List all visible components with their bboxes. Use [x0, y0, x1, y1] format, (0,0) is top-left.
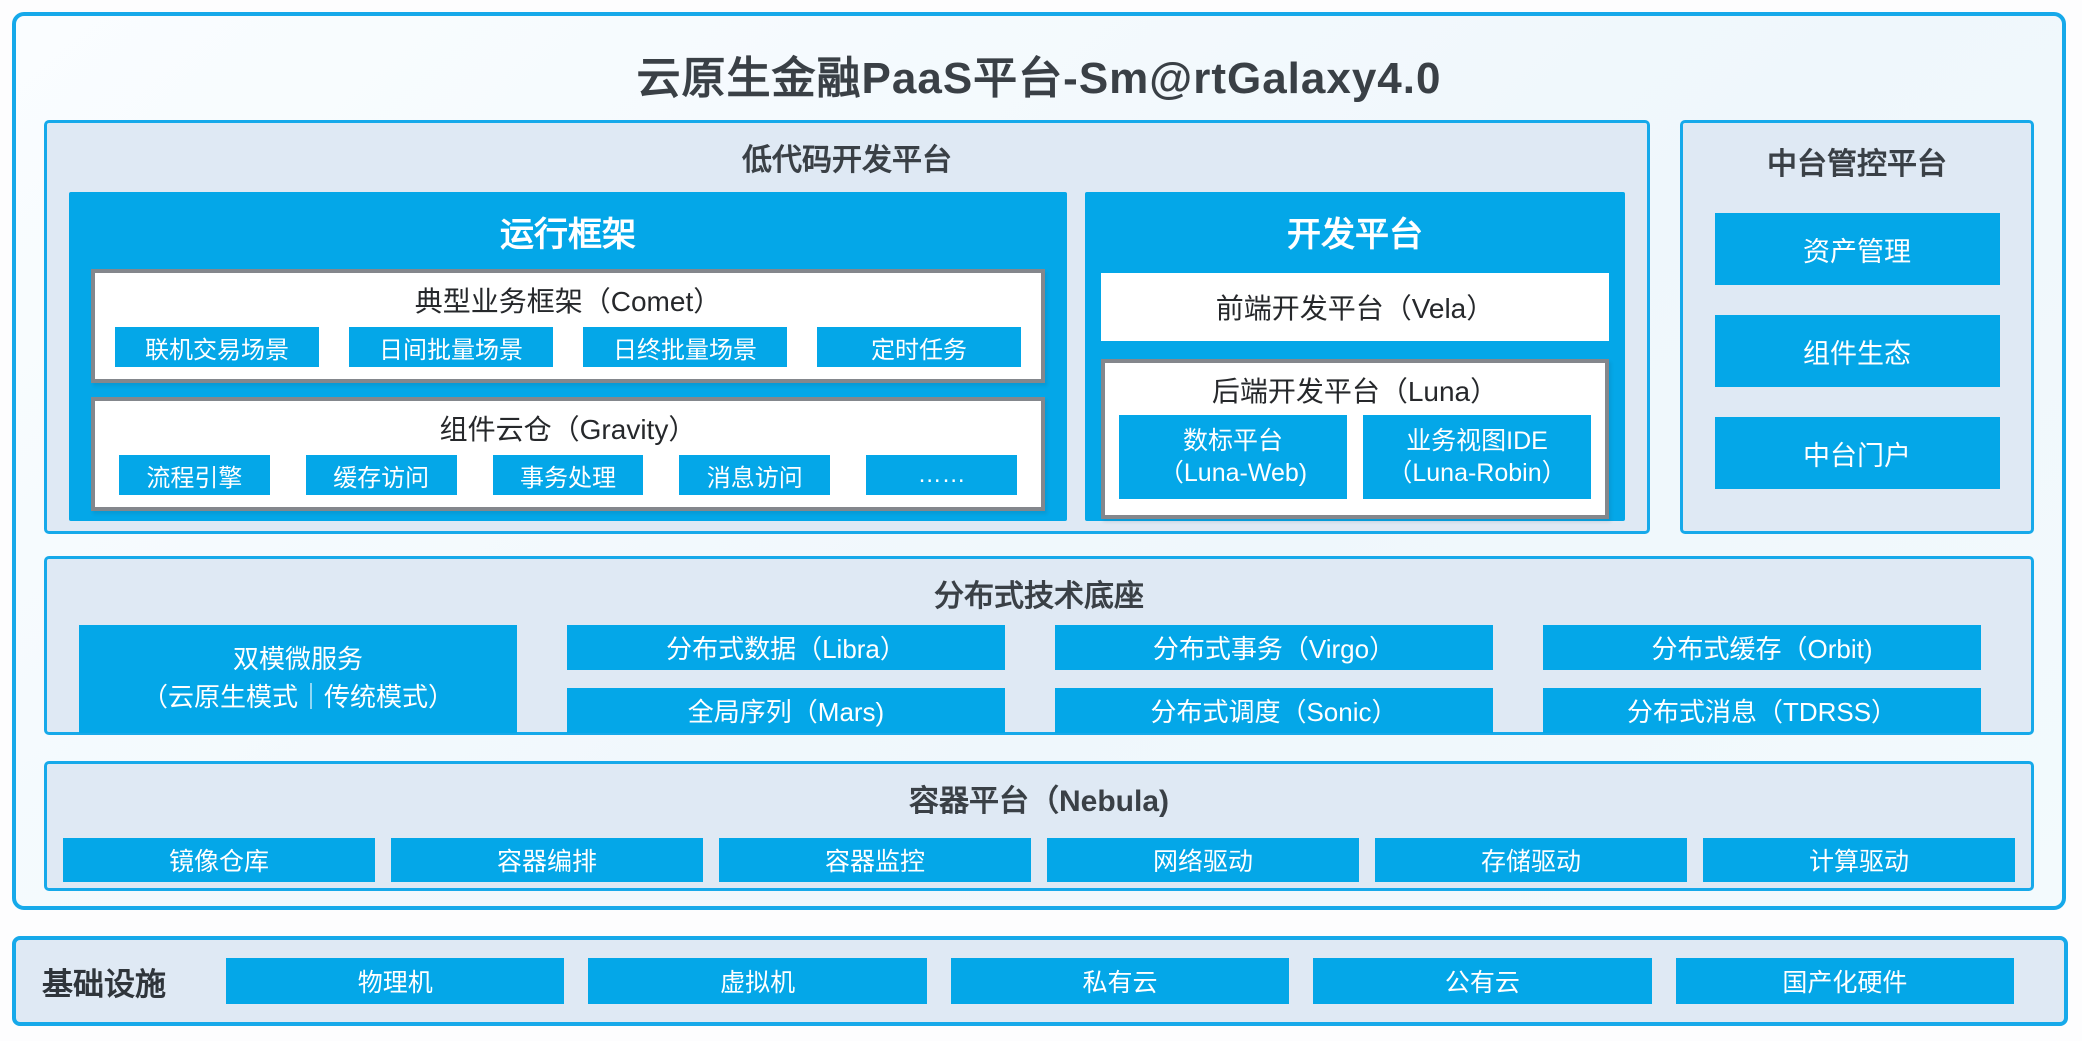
infra-item-physical-machine: 物理机 [226, 958, 565, 1004]
comet-item-scheduled-task: 定时任务 [817, 327, 1021, 367]
mid-item-asset-management: 资产管理 [1714, 213, 2000, 285]
vela-frontend-card: 前端开发平台（Vela） [1101, 273, 1609, 341]
gravity-item-process-engine: 流程引擎 [119, 455, 270, 495]
luna-web-item: 数标平台 （Luna-Web) [1119, 415, 1347, 499]
luna-robin-label: 业务视图IDE [1406, 427, 1548, 455]
section-mid-platform-control: 中台管控平台 资产管理 组件生态 中台门户 [1680, 120, 2034, 534]
gravity-item-transaction-processing: 事务处理 [492, 455, 644, 495]
gravity-item-message-access: 消息访问 [679, 455, 831, 495]
section-distributed-base: 分布式技术底座 双模微服务 （云原生模式｜传统模式） 分布式数据（Libra） … [44, 556, 2034, 735]
dist-item-scheduling-sonic: 分布式调度（Sonic） [1055, 688, 1493, 733]
gravity-warehouse-card: 组件云仓（Gravity） 流程引擎 缓存访问 事务处理 消息访问 …… [91, 397, 1045, 511]
infra-item-domestic-hardware: 国产化硬件 [1675, 958, 2015, 1004]
gravity-item-cache-access: 缓存访问 [305, 455, 457, 495]
dist-item-sequence-mars: 全局序列（Mars) [567, 688, 1005, 733]
comet-framework-title: 典型业务框架（Comet） [414, 286, 722, 317]
low-code-platform-title: 低代码开发平台 [742, 144, 952, 177]
dev-platform-panel: 开发平台 前端开发平台（Vela） 后端开发平台（Luna） 数标平台 （Lun… [1085, 192, 1625, 521]
luna-backend-title: 后端开发平台（Luna） [1211, 376, 1499, 407]
luna-robin-code: （Luna-Robin） [1387, 459, 1567, 487]
container-platform-title: 容器平台（Nebula) [908, 785, 1169, 818]
container-item-orchestration: 容器编排 [391, 838, 703, 882]
dist-item-message-tdrss: 分布式消息（TDRSS） [1543, 688, 1981, 733]
infra-item-public-cloud: 公有云 [1313, 958, 1652, 1004]
section-low-code-platform: 低代码开发平台 运行框架 典型业务框架（Comet） 联机交易场景 日间批量场景… [44, 120, 1650, 534]
platform-container: 云原生金融PaaS平台-Sm@rtGalaxy4.0 低代码开发平台 运行框架 … [12, 12, 2066, 910]
container-item-storage-driver: 存储驱动 [1375, 838, 1687, 882]
comet-item-online-trading: 联机交易场景 [115, 327, 319, 367]
top-row: 低代码开发平台 运行框架 典型业务框架（Comet） 联机交易场景 日间批量场景… [44, 120, 2034, 534]
distributed-col-1: 分布式数据（Libra） 全局序列（Mars) [567, 625, 1005, 733]
dual-mode-line1: 双模微服务 [232, 644, 363, 675]
comet-framework-card: 典型业务框架（Comet） 联机交易场景 日间批量场景 日终批量场景 定时任务 [91, 269, 1045, 383]
luna-web-code: （Luna-Web) [1158, 459, 1308, 487]
luna-web-label: 数标平台 [1182, 427, 1283, 455]
dev-platform-title: 开发平台 [1287, 216, 1423, 254]
luna-robin-item: 业务视图IDE （Luna-Robin） [1363, 415, 1591, 499]
distributed-col-dual-mode: 双模微服务 （云原生模式｜传统模式） [79, 625, 517, 733]
comet-item-eod-batch: 日终批量场景 [583, 327, 787, 367]
mid-item-component-ecosystem: 组件生态 [1714, 315, 2000, 387]
dual-mode-microservice-box: 双模微服务 （云原生模式｜传统模式） [79, 625, 517, 733]
mid-item-portal: 中台门户 [1714, 417, 2000, 489]
distributed-body: 双模微服务 （云原生模式｜传统模式） 分布式数据（Libra） 全局序列（Mar… [47, 615, 2031, 733]
dist-item-cache-orbit: 分布式缓存（Orbit) [1543, 625, 1981, 670]
section-infrastructure: 基础设施 物理机 虚拟机 私有云 公有云 国产化硬件 [12, 936, 2068, 1026]
comet-items-row: 联机交易场景 日间批量场景 日终批量场景 定时任务 [95, 320, 1041, 379]
page-title: 云原生金融PaaS平台-Sm@rtGalaxy4.0 [636, 54, 1442, 103]
container-item-network-driver: 网络驱动 [1047, 838, 1359, 882]
infra-item-virtual-machine: 虚拟机 [588, 958, 927, 1004]
distributed-col-2: 分布式事务（Virgo） 分布式调度（Sonic） [1055, 625, 1493, 733]
luna-backend-card: 后端开发平台（Luna） 数标平台 （Luna-Web) 业务视图IDE （Lu… [1101, 359, 1609, 519]
runtime-framework-title: 运行框架 [500, 216, 636, 254]
infrastructure-title: 基础设施 [42, 966, 166, 1002]
container-item-monitoring: 容器监控 [719, 838, 1031, 882]
mid-platform-title: 中台管控平台 [1767, 148, 1947, 181]
gravity-items-row: 流程引擎 缓存访问 事务处理 消息访问 …… [95, 448, 1041, 507]
gravity-warehouse-title: 组件云仓（Gravity） [439, 414, 697, 445]
container-item-compute-driver: 计算驱动 [1703, 838, 2015, 882]
distributed-col-3: 分布式缓存（Orbit) 分布式消息（TDRSS） [1543, 625, 1981, 733]
gravity-item-ellipsis: …… [866, 455, 1017, 495]
infra-item-private-cloud: 私有云 [950, 958, 1290, 1004]
dist-item-data-libra: 分布式数据（Libra） [567, 625, 1005, 670]
dual-mode-line2: （云原生模式｜传统模式） [141, 682, 454, 712]
container-items-row: 镜像仓库 容器编排 容器监控 网络驱动 存储驱动 计算驱动 [47, 820, 2031, 882]
distributed-base-title: 分布式技术底座 [934, 580, 1144, 613]
section-container-platform: 容器平台（Nebula) 镜像仓库 容器编排 容器监控 网络驱动 存储驱动 计算… [44, 761, 2034, 891]
container-item-image-registry: 镜像仓库 [63, 838, 375, 882]
runtime-framework-panel: 运行框架 典型业务框架（Comet） 联机交易场景 日间批量场景 日终批量场景 … [69, 192, 1067, 521]
luna-items-row: 数标平台 （Luna-Web) 业务视图IDE （Luna-Robin） [1105, 410, 1605, 515]
low-code-body: 运行框架 典型业务框架（Comet） 联机交易场景 日间批量场景 日终批量场景 … [47, 179, 1647, 531]
dist-item-transaction-virgo: 分布式事务（Virgo） [1055, 625, 1493, 670]
comet-item-daytime-batch: 日间批量场景 [349, 327, 553, 367]
